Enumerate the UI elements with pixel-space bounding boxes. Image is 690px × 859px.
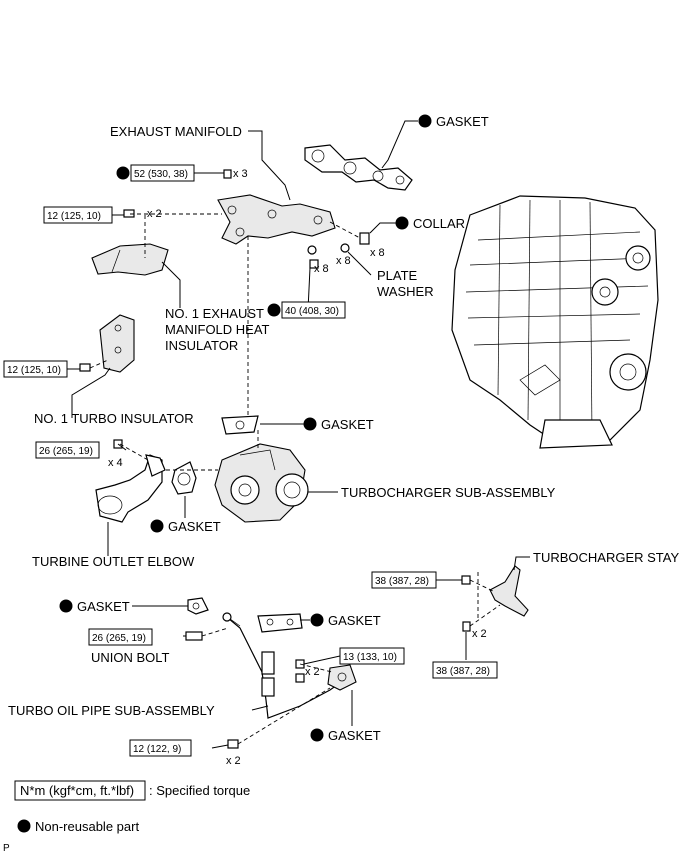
label-turbine-outlet-elbow: TURBINE OUTLET ELBOW [32,554,195,569]
label-gasket-mid: GASKET [321,417,374,432]
non-reusable-dot [17,819,31,833]
qty-x8: x 8 [370,247,385,259]
label-plate-washer-2: WASHER [377,284,434,299]
legend-non-reusable: Non-reusable part [35,819,139,834]
label-plate-washer-1: PLATE [377,268,418,283]
qty-x2: x 2 [305,666,320,678]
turbocharger-stay-part [489,565,529,617]
turbocharger-part [214,443,309,523]
non-reusable-dot [310,728,324,742]
label-gasket-union: GASKET [77,599,130,614]
engine-block-illustration [451,195,659,449]
torque-box [43,206,113,224]
exhaust-manifold-part [217,194,336,245]
legend: N*m (kgf*cm, ft.*lbf) : Specified torque… [3,780,250,854]
quantity-labels: x 3 x 2 x 8 x 8 x 8 x 4 x 2 x 2 x 2 [108,168,487,767]
torque-40: 40 (408, 30) [285,306,339,317]
qty-x2: x 2 [472,628,487,640]
label-union-bolt: UNION BOLT [91,650,170,665]
torque-52: 52 (530, 38) [134,169,188,180]
pipe-gasket-part [257,613,303,633]
torque-box [130,164,195,182]
torque-26b: 26 (265, 19) [92,633,146,644]
collar-part [307,232,370,255]
legend-torque-text: : Specified torque [149,783,250,798]
torque-box [339,647,405,665]
torque-38b: 38 (387, 28) [436,666,490,677]
qty-x8: x 8 [314,263,329,275]
turbine-outlet-elbow-part [95,454,166,523]
label-gasket-pipe: GASKET [328,613,381,628]
qty-x8: x 8 [336,255,351,267]
non-reusable-dot [267,303,281,317]
turbo-gasket-part [221,415,259,435]
label-turbocharger-stay: TURBOCHARGER STAY [533,550,679,565]
union-gasket-part [187,597,209,615]
label-turbo-oil-pipe: TURBO OIL PIPE SUB-ASSEMBLY [8,703,215,718]
non-reusable-dot [59,599,73,613]
label-heat-insulator-1: NO. 1 EXHAUST [165,306,264,321]
legend-torque-box [14,780,146,801]
torque-box [432,661,498,679]
torque-box [3,360,68,378]
torque-12c: 12 (122, 9) [133,744,181,755]
label-gasket-bottom: GASKET [328,728,381,743]
label-turbo-insulator: NO. 1 TURBO INSULATOR [34,411,194,426]
label-turbocharger: TURBOCHARGER SUB-ASSEMBLY [341,485,556,500]
non-reusable-dot [116,166,130,180]
non-reusable-dot [150,519,164,533]
non-reusable-dot [395,216,409,230]
qty-x4: x 4 [108,457,123,469]
torque-13: 13 (133, 10) [343,652,397,663]
torque-box [88,628,153,646]
part-labels: EXHAUST MANIFOLD GASKET COLLAR PLATE WAS… [8,114,679,743]
leader-lines [67,120,530,749]
torque-12a: 12 (125, 10) [47,211,101,222]
label-heat-insulator-3: INSULATOR [165,338,238,353]
exhaust-gasket-part [304,144,413,191]
label-gasket-elbow: GASKET [168,519,221,534]
torque-box [281,301,346,319]
non-reusable-dot [310,613,324,627]
turbo-insulator-part [99,314,135,373]
torque-38a: 38 (387, 28) [375,576,429,587]
torque-box [129,739,192,757]
label-collar: COLLAR [413,216,465,231]
torque-specs: 52 (530, 38) 12 (125, 10) 12 (125, 10) 4… [3,164,498,757]
label-exhaust-manifold: EXHAUST MANIFOLD [110,124,242,139]
heat-insulator-part [91,243,169,276]
torque-12b: 12 (125, 10) [7,365,61,376]
qty-x2: x 2 [226,755,241,767]
torque-box [371,571,437,589]
legend-torque-units: N*m (kgf*cm, ft.*lbf) [20,783,134,798]
qty-x3: x 3 [233,168,248,180]
torque-box [35,441,100,459]
torque-26a: 26 (265, 19) [39,446,93,457]
non-reusable-dot [418,114,432,128]
elbow-gasket-part [171,461,197,495]
label-heat-insulator-2: MANIFOLD HEAT [165,322,270,337]
corner-mark: P [3,843,10,854]
non-reusable-dot [303,417,317,431]
label-gasket-top: GASKET [436,114,489,129]
qty-x2: x 2 [147,208,162,220]
